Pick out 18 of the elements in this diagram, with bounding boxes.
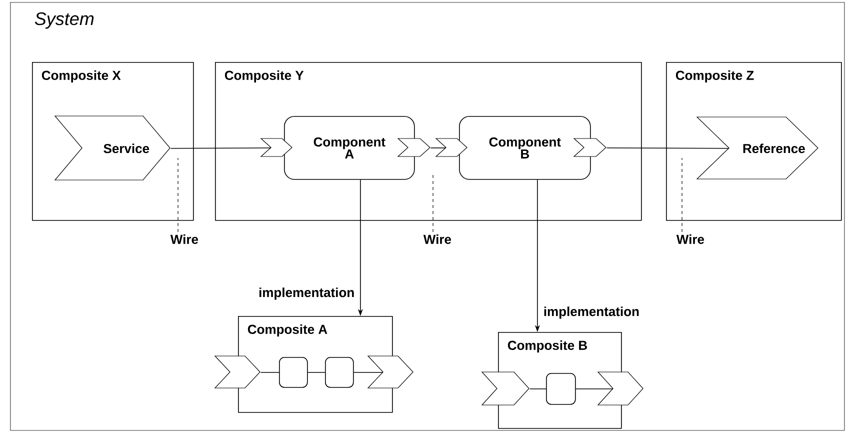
wire-line [170,148,272,149]
edge-label: implementation [542,306,640,320]
chevron-shape [367,356,414,388]
wire-label: Wire [170,234,198,244]
wire-line [260,372,280,373]
wire-line [529,388,546,390]
wire-line [307,372,326,373]
edge-label: implementation [258,286,356,301]
wire-label: Wire [676,234,704,244]
component-box [325,357,354,388]
wire-label: Wire [423,234,452,244]
component-box [279,357,308,388]
chevron-shape [597,372,644,406]
component-box [546,373,576,405]
component-box: Component A [260,116,430,180]
chevron-shape [214,356,260,388]
component-box: Component B [435,116,606,180]
chevron-shape [481,372,530,406]
